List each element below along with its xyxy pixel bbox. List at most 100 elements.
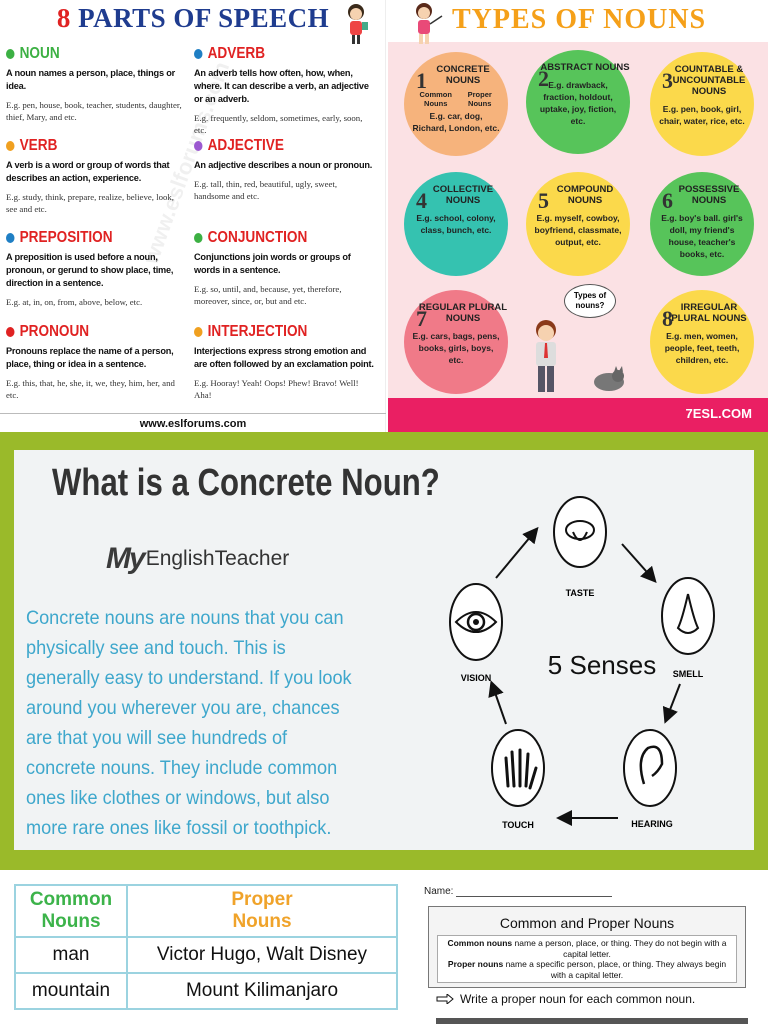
- arrow-right-icon: [436, 994, 454, 1004]
- definition-box: Common nouns name a person, place, or th…: [437, 935, 737, 983]
- noun-type-name: CONCRETE NOUNS: [436, 64, 490, 86]
- noun-type-examples: E.g. car, dog, Richard, London, etc.: [412, 111, 500, 133]
- circle-number: 2: [538, 66, 549, 91]
- taste-icon: [553, 496, 607, 568]
- bullet-dot-icon: [6, 141, 15, 151]
- noun-type-examples: E.g. men, women, people, feet, teeth, ch…: [664, 331, 740, 365]
- circle-number: 7: [416, 306, 427, 331]
- part-heading: ADJECTIVE: [194, 136, 347, 156]
- part-of-speech-preposition: PREPOSITION A preposition is used before …: [6, 228, 186, 308]
- circle-number: 8: [662, 306, 673, 331]
- part-definition: Interjections express strong emotion and…: [194, 346, 374, 369]
- parts-of-speech-panel: 8 PARTS OF SPEECH www.eslforums.com NOUN…: [0, 0, 386, 432]
- bullet-dot-icon: [6, 327, 15, 337]
- table-row: mountain Mount Kilimanjaro: [14, 972, 398, 1010]
- girl-cartoon-icon: [348, 4, 368, 44]
- part-heading: PRONOUN: [6, 322, 159, 342]
- speech-bubble: Types of nouns?: [564, 284, 616, 318]
- noun-type-name: IRREGULAR PLURAL NOUNS: [671, 302, 747, 324]
- worksheet-definition-box: Common and Proper Nouns Common nouns nam…: [428, 906, 746, 988]
- noun-type-examples: E.g. cars, bags, pens, books, girls, boy…: [412, 331, 500, 365]
- sense-label-hearing: HEARING: [631, 819, 673, 829]
- noun-type-examples: E.g. drawback, fraction, holdout, uptake…: [539, 80, 617, 126]
- sense-label-smell: SMELL: [673, 669, 704, 679]
- five-senses-title: 5 Senses: [548, 650, 656, 680]
- part-examples: E.g. this, that, he, she, it, we, they, …: [6, 378, 175, 400]
- part-examples: E.g. pen, house, book, teacher, students…: [6, 100, 182, 122]
- types-title: TYPES OF NOUNS: [452, 4, 707, 35]
- name-label: Name:: [424, 886, 454, 897]
- cell-common: mountain: [14, 972, 128, 1010]
- noun-type-examples: E.g. boy's ball. girl's doll, my friend'…: [661, 213, 743, 259]
- smell-icon: [661, 577, 715, 655]
- circle-number: 5: [538, 188, 549, 213]
- noun-type-examples: E.g. myself, cowboy, boyfriend, classmat…: [534, 213, 622, 247]
- cell-common: man: [14, 936, 128, 974]
- sense-label-vision: VISION: [461, 673, 492, 683]
- noun-type-examples: E.g. pen, book, girl, chair, water, rice…: [659, 104, 745, 126]
- cat-icon: [594, 366, 624, 391]
- boy-cartoon-icon: [536, 320, 556, 392]
- bullet-dot-icon: [194, 49, 203, 59]
- noun-type-name: COMPOUND NOUNS: [556, 184, 614, 206]
- types-footer: 7ESL.COM: [388, 398, 768, 432]
- cell-proper: Mount Kilimanjaro: [126, 972, 398, 1010]
- website-url[interactable]: www.eslforums.com: [139, 418, 247, 430]
- concrete-heading: What is a Concrete Noun?: [52, 462, 440, 504]
- name-blank-line[interactable]: [456, 896, 612, 897]
- worksheet-instruction: Write a proper noun for each common noun…: [436, 992, 695, 1006]
- part-heading: ADVERB: [194, 44, 347, 64]
- vision-icon: [449, 583, 503, 661]
- noun-type-name: COLLECTIVE NOUNS: [432, 184, 494, 206]
- part-definition: A noun names a person, place, things or …: [6, 68, 176, 91]
- circle-number: 1: [416, 68, 427, 93]
- parts-of-speech-title: 8 PARTS OF SPEECH: [56, 3, 330, 33]
- part-definition: Pronouns replace the name of a person, p…: [6, 346, 174, 369]
- part-heading: PREPOSITION: [6, 228, 159, 248]
- arrow-vision-taste: [495, 526, 539, 579]
- part-definition: A preposition is used before a noun, pro…: [6, 252, 174, 288]
- part-definition: An adjective describes a noun or pronoun…: [194, 160, 373, 170]
- part-examples: E.g. at, in, on, from, above, below, etc…: [6, 297, 143, 307]
- part-of-speech-pronoun: PRONOUN Pronouns replace the name of a pe…: [6, 322, 186, 401]
- worksheet-panel: Name: Common and Proper Nouns Common nou…: [414, 880, 754, 1024]
- part-examples: E.g. so, until, and, because, yet, there…: [194, 284, 342, 306]
- noun-type-name: ABSTRACT NOUNS: [540, 62, 630, 73]
- noun-type-examples: E.g. school, colony, class, bunch, etc.: [416, 213, 496, 235]
- part-examples: E.g. study, think, prepare, realize, bel…: [6, 192, 174, 214]
- worksheet-title: Common and Proper Nouns: [499, 915, 675, 931]
- part-examples: E.g. Hooray! Yeah! Oops! Phew! Bravo! We…: [194, 378, 359, 400]
- divider: [0, 413, 386, 414]
- part-examples: E.g. tall, thin, red, beautiful, ugly, s…: [194, 179, 338, 201]
- noun-type-circle: 5 COMPOUND NOUNS E.g. myself, cowboy, boyf…: [526, 172, 630, 276]
- part-definition: An adverb tells how often, how, when, wh…: [194, 68, 369, 104]
- circle-number: 3: [662, 68, 673, 93]
- bullet-dot-icon: [194, 233, 203, 243]
- sense-label-taste: TASTE: [566, 588, 595, 598]
- worksheet-table-top: [436, 1018, 748, 1024]
- bullet-dot-icon: [6, 49, 15, 59]
- touch-icon: [491, 729, 545, 807]
- brand-label[interactable]: 7ESL.COM: [685, 406, 752, 421]
- cell-proper: Victor Hugo, Walt Disney: [126, 936, 398, 974]
- types-header: TYPES OF NOUNS: [388, 0, 768, 44]
- part-heading: INTERJECTION: [194, 322, 347, 342]
- noun-type-name: COUNTABLE & UNCOUNTABLE NOUNS: [672, 64, 746, 97]
- part-examples: E.g. frequently, seldom, sometimes, earl…: [194, 113, 363, 135]
- circle-number: 4: [416, 188, 427, 213]
